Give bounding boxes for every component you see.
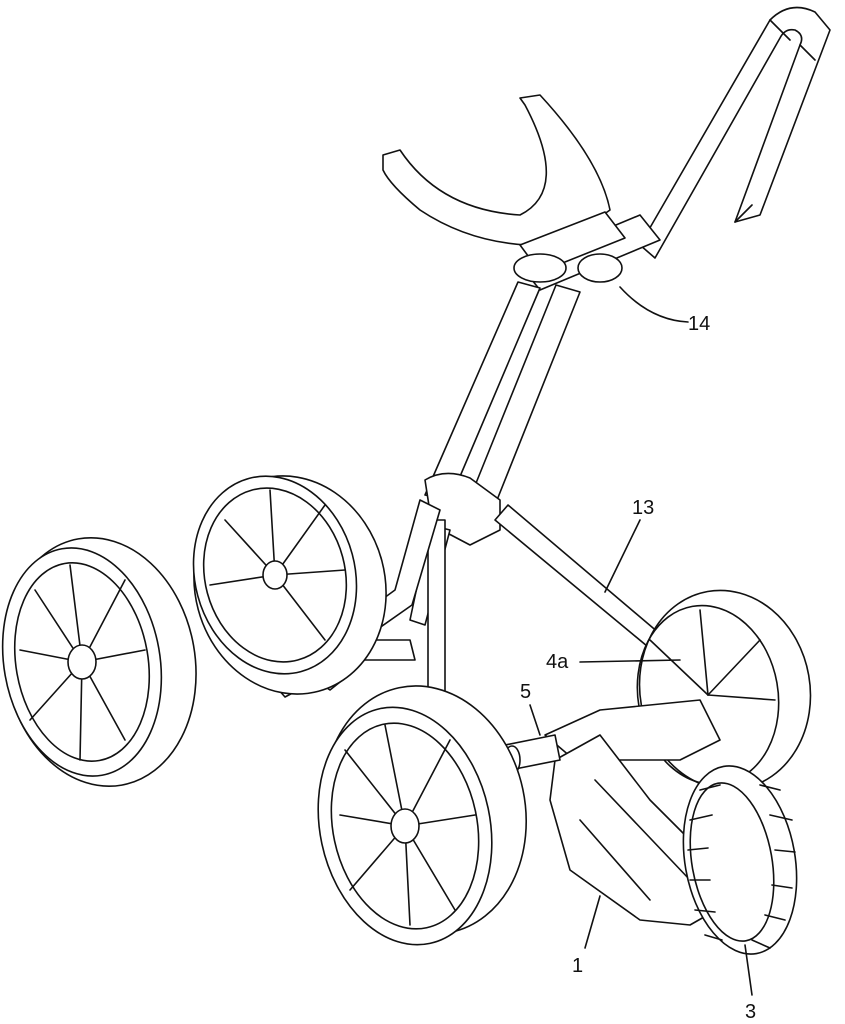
- handle-joint: [513, 253, 623, 283]
- label-13: 13: [632, 497, 654, 519]
- label-5: 5: [520, 681, 531, 703]
- wheel-rear-left: [192, 475, 387, 695]
- wheel-front-right: [317, 685, 528, 946]
- label-14: 14: [688, 313, 710, 335]
- drive-wheel: [682, 765, 798, 955]
- label-3: 3: [745, 1001, 756, 1023]
- label-4a: 4a: [546, 651, 569, 673]
- leader-lines: [529, 286, 753, 996]
- label-1: 1: [572, 955, 583, 977]
- bag-cradle: [382, 94, 626, 273]
- wheel-front-left: [1, 536, 197, 788]
- drive-unit: [503, 699, 726, 926]
